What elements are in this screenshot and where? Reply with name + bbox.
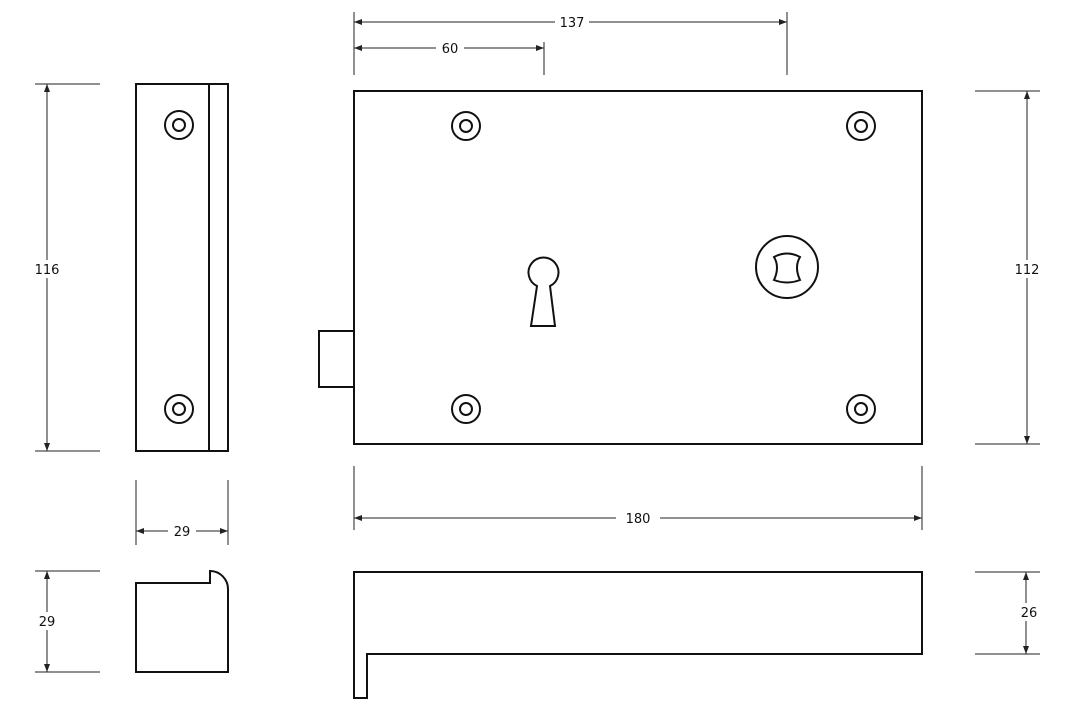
dimension-label: 29 (174, 525, 191, 540)
screw-hole-icon (451, 394, 481, 424)
dimension-label: 112 (1015, 263, 1040, 278)
dimension-label: 137 (560, 16, 585, 31)
screw-hole-icon (846, 394, 876, 424)
screw-hole-icon (451, 111, 481, 141)
keyhole-icon (527, 256, 560, 327)
dimension-label: 29 (39, 615, 56, 630)
side-bottom-view (135, 569, 229, 673)
dimension-label: 116 (35, 263, 60, 278)
dimension-29-width: 29 (135, 480, 229, 545)
dimension-116: 116 (30, 83, 100, 452)
dimension-label: 26 (1021, 606, 1038, 621)
dimension-29-depth: 29 (34, 570, 100, 673)
side-view (135, 83, 229, 452)
dimension-60: 60 (354, 40, 545, 75)
screw-hole-icon (164, 110, 194, 140)
dimension-180: 180 (353, 466, 923, 530)
dimension-26: 26 (975, 571, 1041, 655)
dimension-137: 137 (353, 12, 788, 75)
spindle-follower-icon (755, 235, 819, 299)
bolt (318, 330, 355, 388)
front-bottom-view (353, 571, 923, 699)
screw-hole-icon (846, 111, 876, 141)
dimension-112: 112 (975, 90, 1045, 445)
dimension-label: 60 (442, 42, 459, 57)
front-view (318, 90, 923, 445)
screw-hole-icon (164, 394, 194, 424)
dimension-label: 180 (626, 512, 651, 527)
